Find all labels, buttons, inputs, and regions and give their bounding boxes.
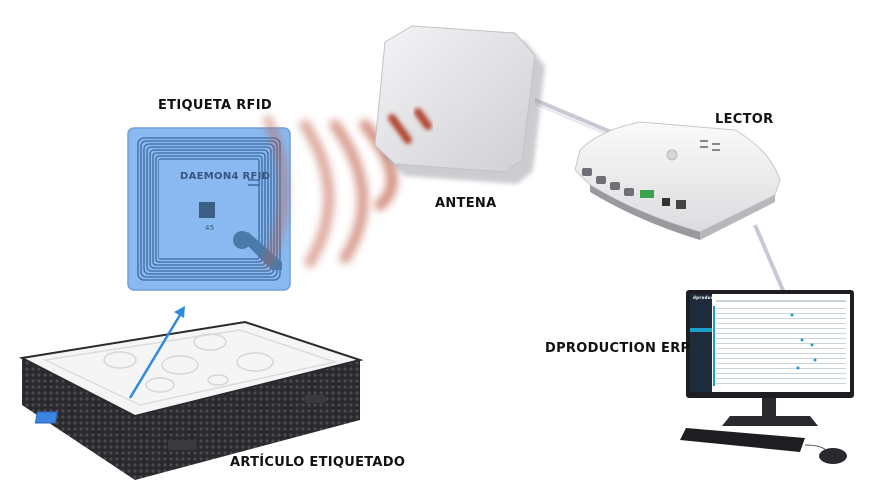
label-antenna: ANTENA: [435, 196, 497, 211]
tag-pointer-arrow: [128, 306, 185, 399]
quilt-pattern: [103, 333, 274, 393]
label-item: ARTÍCULO ETIQUETADO: [230, 455, 406, 470]
mouse: [819, 448, 847, 464]
reader-connectors: [582, 168, 634, 196]
label-tag: ETIQUETA RFID: [158, 98, 272, 113]
tag-code-text: 45: [205, 224, 215, 232]
erp-screen-title: dproduction: [693, 295, 724, 300]
mattress-tag: [34, 411, 58, 424]
erp-table-rows: [716, 300, 846, 384]
erp-sidebar: [690, 294, 712, 392]
label-reader: LECTOR: [715, 112, 774, 127]
keyboard: [680, 428, 805, 452]
rfid-tag: [127, 127, 291, 291]
erp-computer: [680, 290, 854, 464]
monitor-stand: [762, 398, 776, 416]
tag-brand-text: DAEMON4 RFID: [180, 171, 271, 182]
tagged-mattress: [18, 320, 364, 480]
antenna-device: [374, 25, 545, 184]
reader-erp-cable: [753, 224, 787, 296]
reader-leds: [700, 140, 720, 151]
label-erp: DPRODUCTION ERP: [545, 341, 691, 356]
reader-device: [574, 121, 781, 240]
tag-chip: [199, 202, 215, 218]
radio-waves: [263, 115, 398, 268]
